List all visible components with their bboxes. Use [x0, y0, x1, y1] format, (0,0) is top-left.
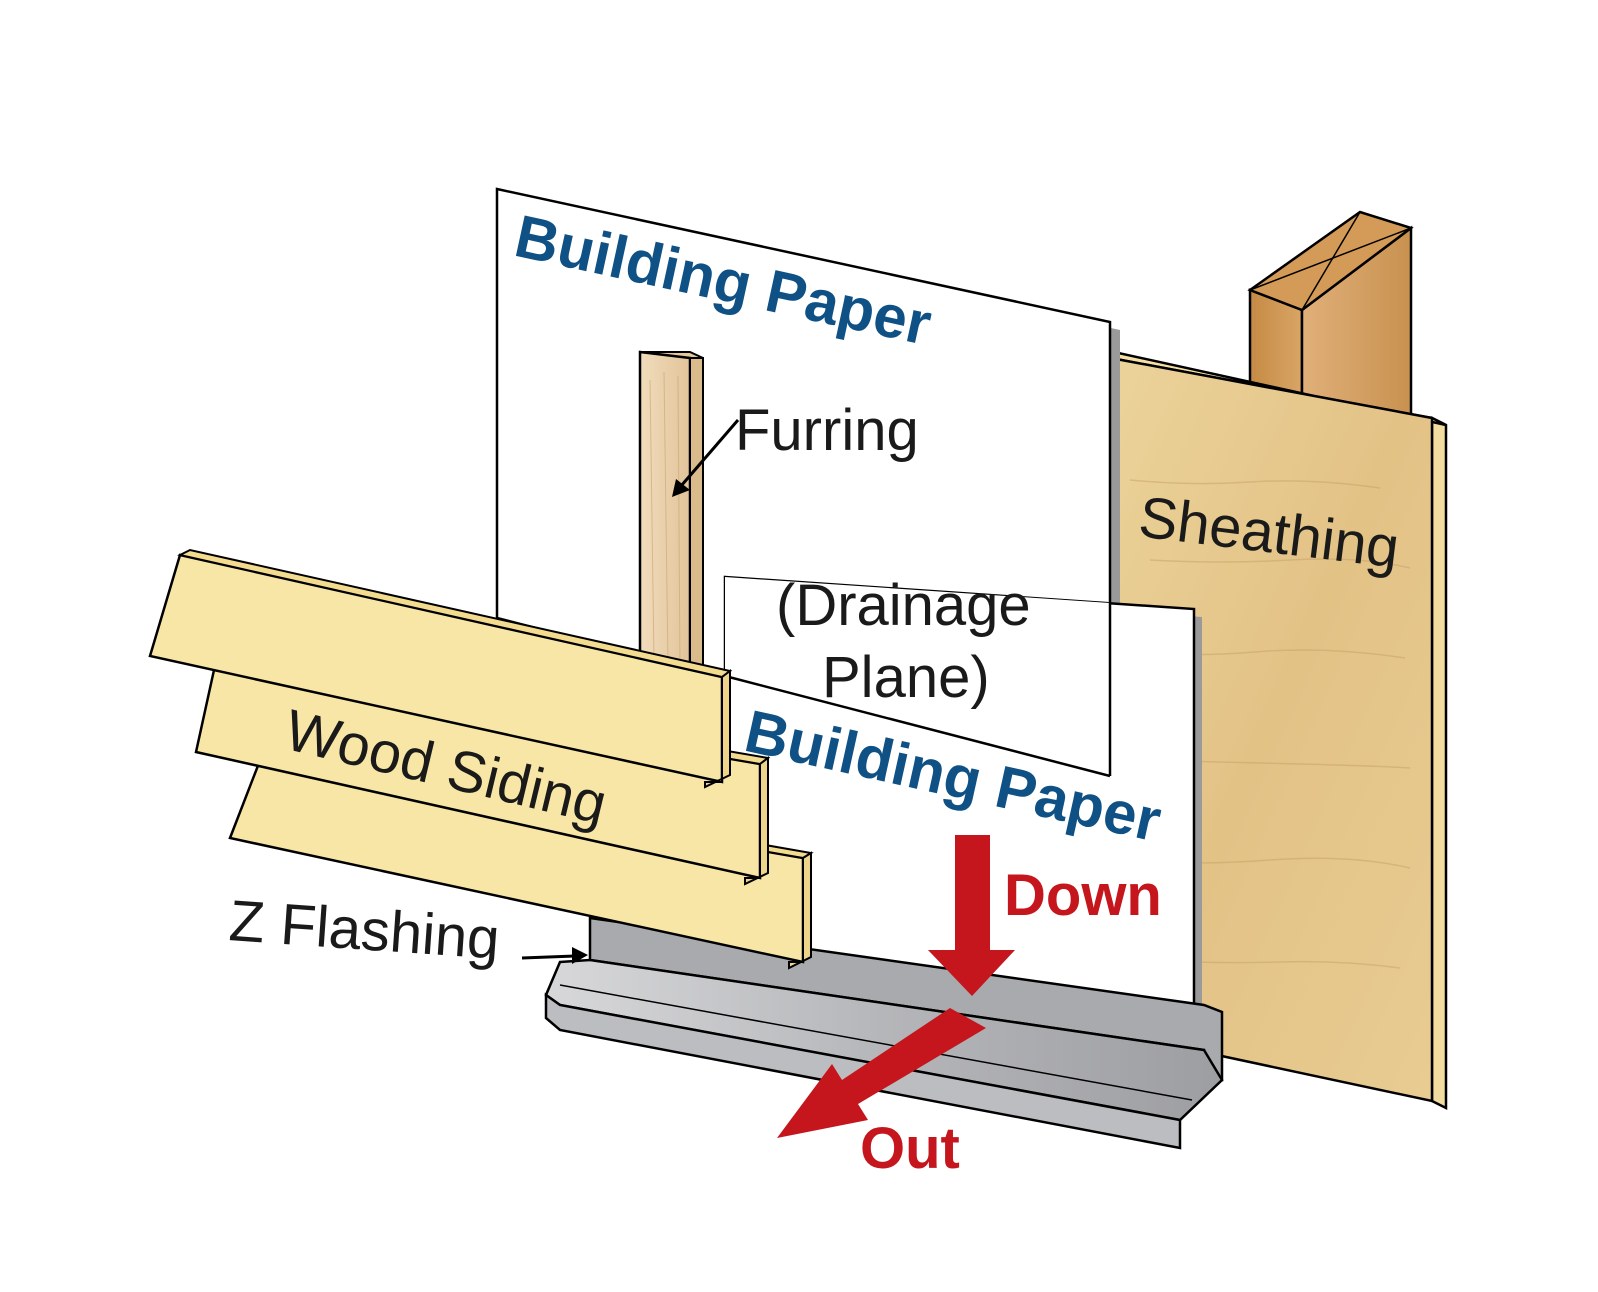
z-flashing-label: Z Flashing	[227, 888, 502, 972]
wood-siding	[148, 548, 814, 970]
drainage-plane-label-line1: (Drainage	[776, 573, 1031, 638]
drainage-plane-label-line2: Plane)	[822, 645, 990, 710]
out-label: Out	[860, 1116, 960, 1181]
furring-label: Furring	[735, 398, 919, 463]
furring-strip	[638, 350, 704, 684]
down-label: Down	[1004, 863, 1162, 928]
out-arrow	[777, 1008, 986, 1138]
furring-leader-arrow	[672, 419, 740, 497]
siding-board-top	[148, 548, 733, 789]
down-arrow	[928, 835, 1015, 996]
building-paper-lower	[723, 575, 1202, 1066]
z-flashing-leader-arrow	[521, 947, 588, 964]
